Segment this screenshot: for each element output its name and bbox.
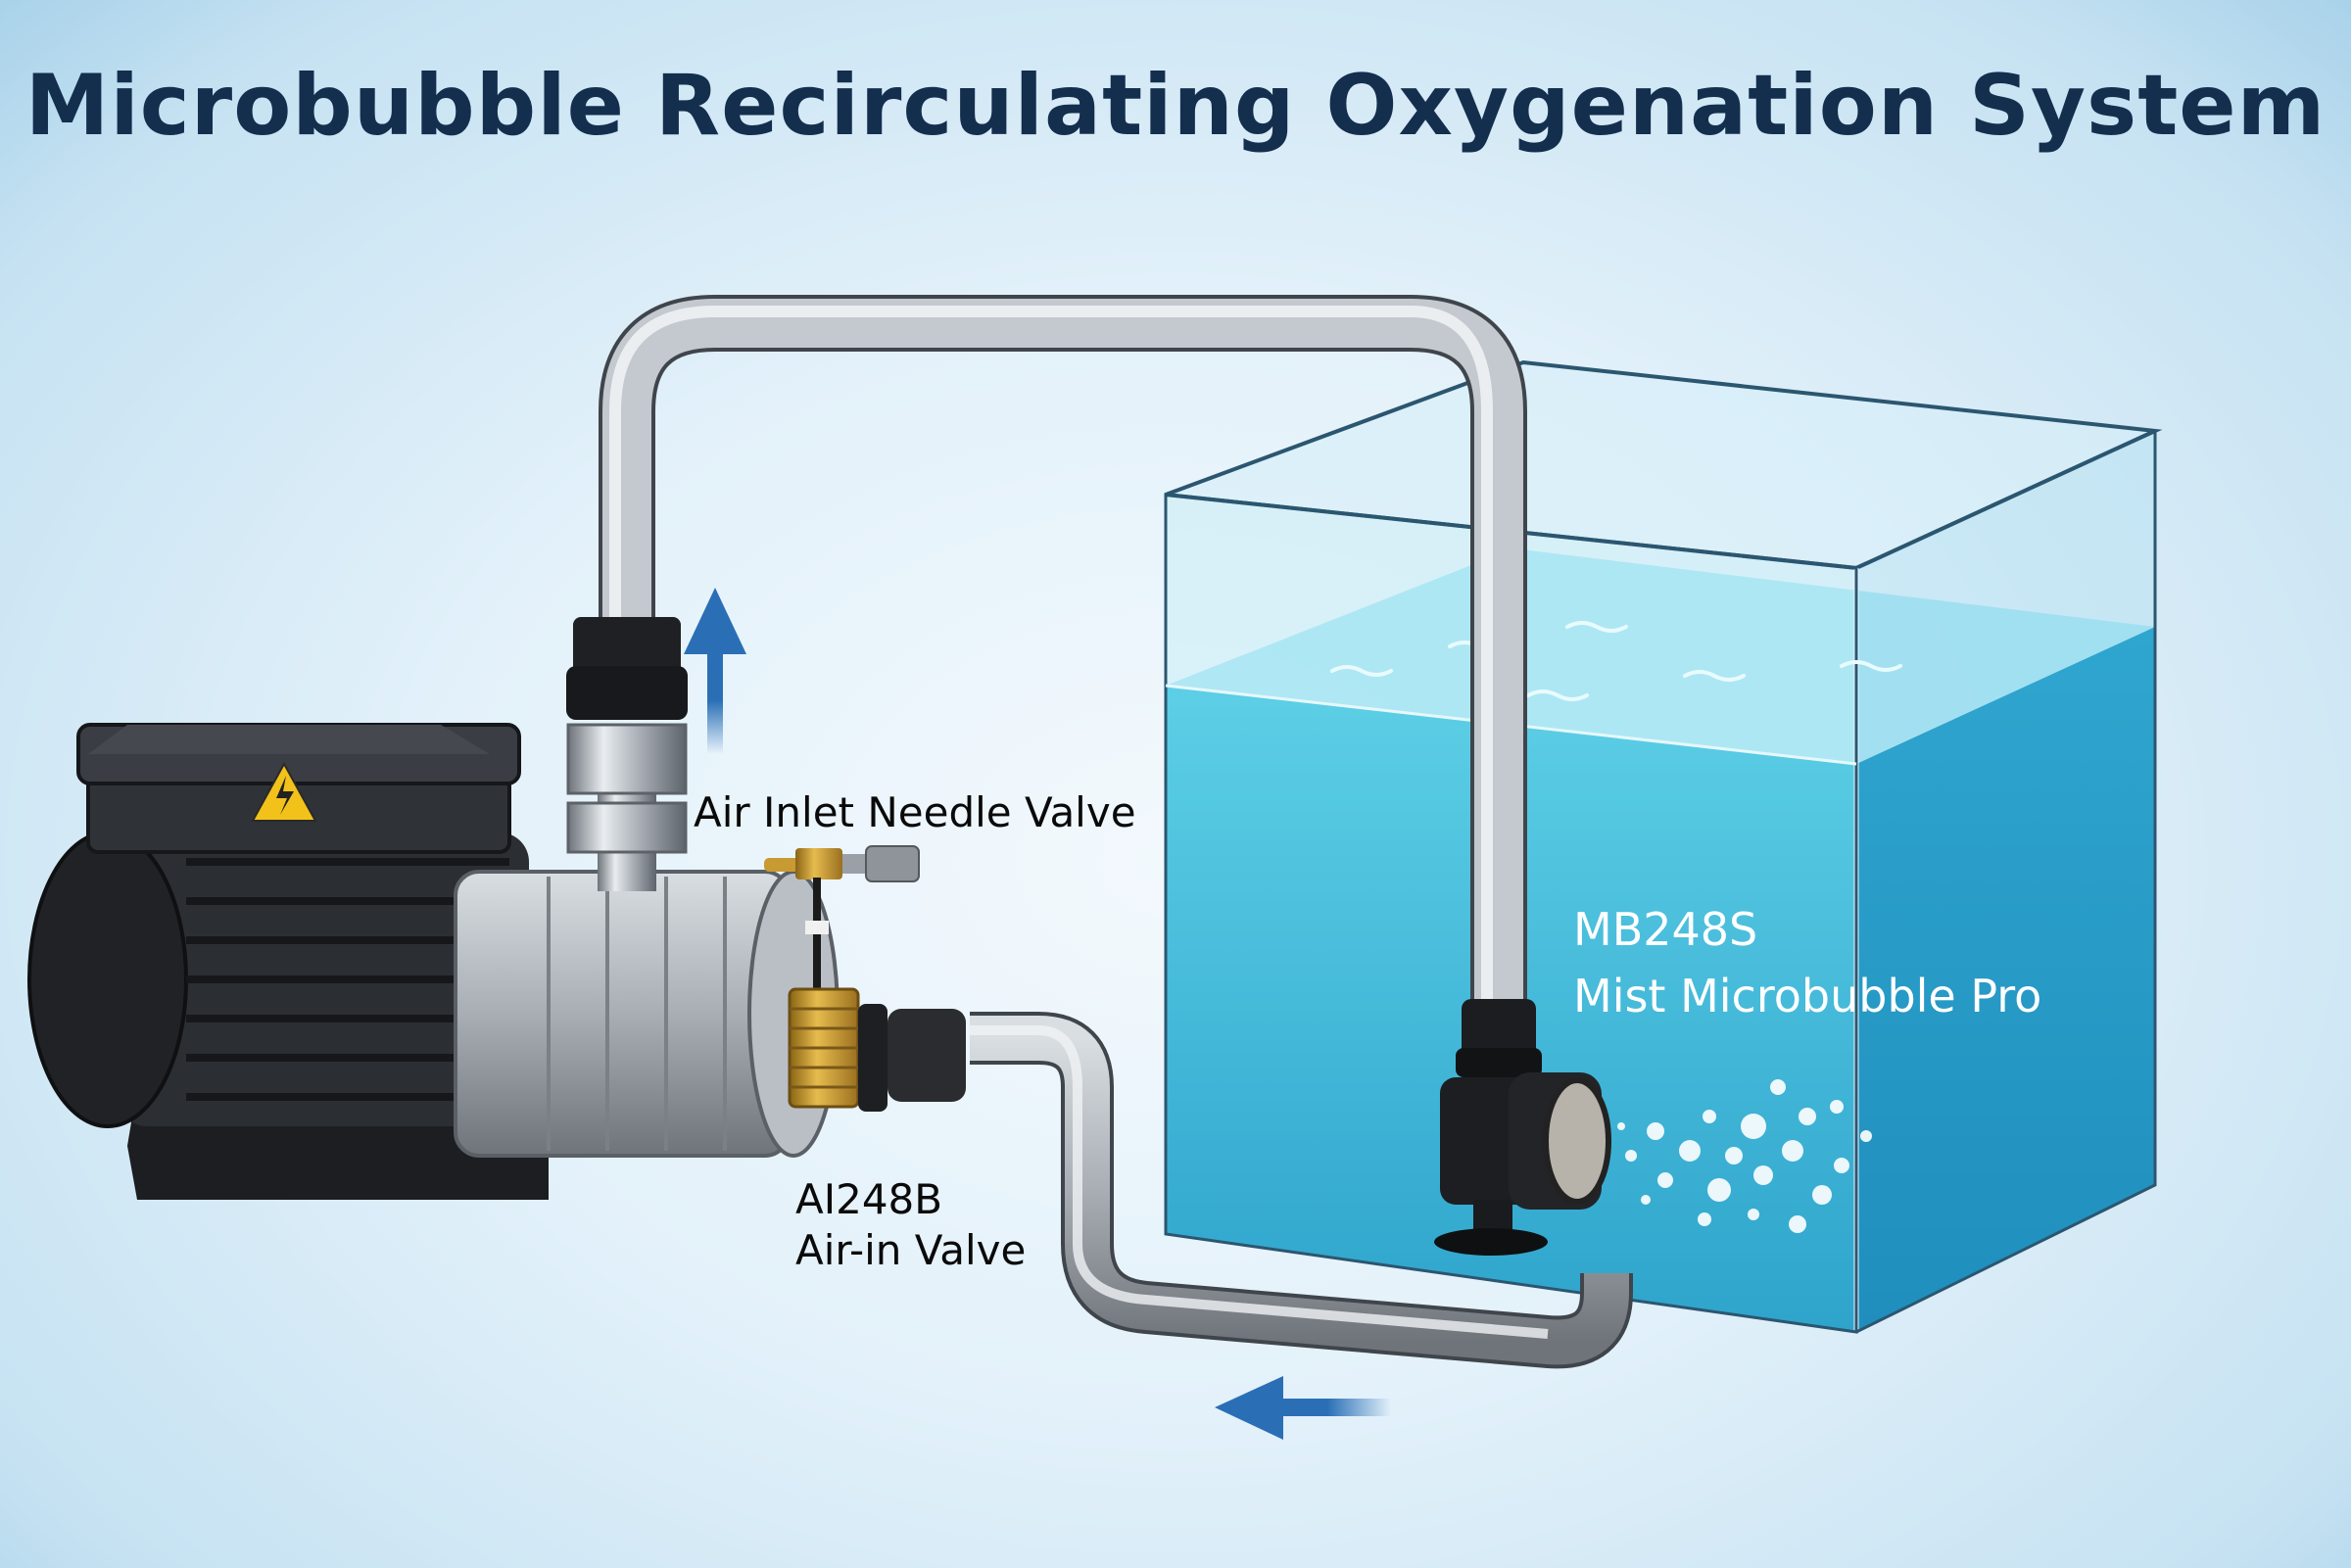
diagram-title: Microbubble Recirculating Oxygenation Sy… [24, 57, 2327, 155]
discharge-pipe [599, 295, 1527, 1009]
air-in-valve-name-label: Air-in Valve [795, 1226, 1027, 1274]
microbubbles [1617, 1079, 1872, 1233]
needle-valve-label: Air Inlet Needle Valve [694, 788, 1136, 836]
flow-arrow-left [1215, 1376, 1391, 1440]
microbubble-model-label: MB248S [1573, 903, 1758, 956]
flow-arrow-up [684, 588, 746, 754]
microbubble-generator [1434, 999, 1872, 1256]
air-in-valve-model-label: AI248B [795, 1175, 943, 1223]
water-tank [1164, 359, 2163, 1334]
air-in-valve [788, 987, 966, 1112]
needle-valve [764, 845, 920, 1015]
microbubble-name-label: Mist Microbubble Pro [1573, 970, 2042, 1022]
return-pipe [970, 1012, 1633, 1369]
high-voltage-warning-icon [251, 761, 317, 822]
